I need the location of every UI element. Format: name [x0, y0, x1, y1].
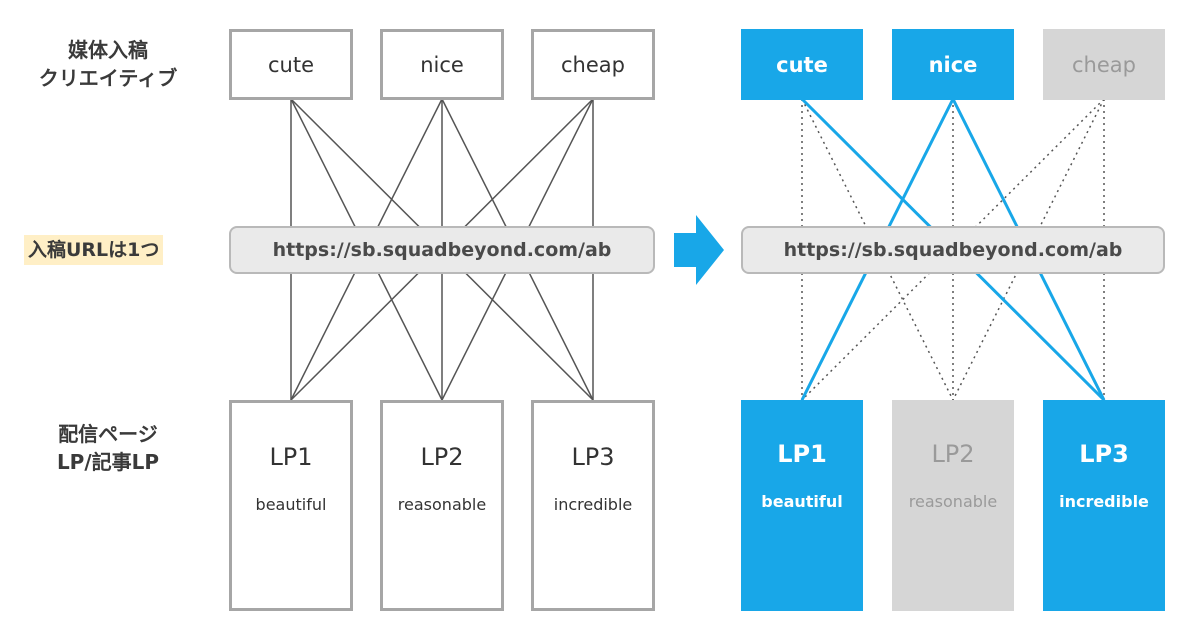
right-lp1-sub: beautiful — [761, 492, 843, 511]
right-lp3-sub: incredible — [1059, 492, 1149, 511]
right-creative-cute: cute — [741, 29, 863, 100]
url-label: 入稿URLは1つ — [24, 235, 164, 265]
left-lp3: LP3 incredible — [531, 400, 655, 611]
left-lp2-title: LP2 — [420, 443, 464, 471]
pages-label-line2: LP/記事LP — [56, 450, 160, 474]
right-url-bar: https://sb.squadbeyond.com/ab — [741, 226, 1165, 274]
right-lp1-title: LP1 — [777, 440, 827, 468]
left-lp3-sub: incredible — [553, 495, 633, 514]
right-lp3-title: LP3 — [1079, 440, 1129, 468]
right-creative-nice: nice — [892, 29, 1014, 100]
left-lp1-title: LP1 — [269, 443, 313, 471]
pages-label: 配信ページ LP/記事LP — [8, 420, 208, 476]
left-creative-nice: nice — [380, 29, 504, 100]
left-creative-cute: cute — [229, 29, 353, 100]
right-lp2-sub: reasonable — [908, 492, 998, 511]
right-lp1: LP1 beautiful — [741, 400, 863, 611]
left-url-bar: https://sb.squadbeyond.com/ab — [229, 226, 655, 274]
left-lp2-sub: reasonable — [397, 495, 487, 514]
right-lp2: LP2 reasonable — [892, 400, 1014, 611]
creative-label: 媒体入稿 クリエイティブ — [8, 36, 208, 92]
left-creative-cheap: cheap — [531, 29, 655, 100]
arrow-right-icon — [674, 215, 724, 285]
left-lp3-title: LP3 — [571, 443, 615, 471]
left-lp1-sub: beautiful — [255, 495, 327, 514]
left-lp2: LP2 reasonable — [380, 400, 504, 611]
left-lp1: LP1 beautiful — [229, 400, 353, 611]
right-creative-cheap: cheap — [1043, 29, 1165, 100]
right-lp3: LP3 incredible — [1043, 400, 1165, 611]
right-lp2-title: LP2 — [931, 440, 975, 468]
creative-label-line2: クリエイティブ — [38, 66, 178, 90]
creative-label-line1: 媒体入稿 — [68, 38, 148, 62]
pages-label-line1: 配信ページ — [58, 422, 158, 446]
